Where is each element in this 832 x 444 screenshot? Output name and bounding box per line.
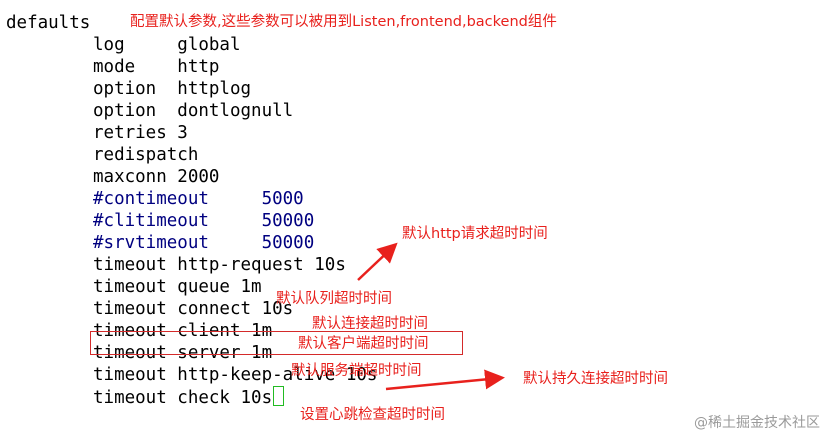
- code-line: timeout connect 10s: [6, 298, 377, 320]
- code-line-text: redispatch: [93, 145, 199, 165]
- code-line-text: option httplog: [93, 79, 252, 99]
- code-line: option dontlognull: [6, 100, 377, 122]
- code-line: #clitimeout 50000: [6, 210, 377, 232]
- code-line: timeout http-keep-alive 10s: [6, 364, 377, 386]
- note-server: 默认服务端超时时间: [291, 363, 422, 379]
- code-line: mode http: [6, 56, 377, 78]
- code-line-text: timeout check 10s: [93, 388, 273, 408]
- note-defaults: 配置默认参数,这些参数可以被用到Listen,frontend,backend组…: [130, 14, 557, 30]
- code-line: option httplog: [6, 78, 377, 100]
- code-line-text: mode http: [93, 57, 220, 77]
- note-http-request: 默认http请求超时时间: [402, 226, 548, 242]
- watermark: @稀土掘金技术社区: [694, 415, 820, 431]
- code-line-text: timeout queue 1m: [93, 277, 262, 297]
- arrow-keep-alive: [385, 369, 505, 391]
- arrow-http-request: [357, 242, 398, 281]
- code-line: retries 3: [6, 122, 377, 144]
- code-line: maxconn 2000: [6, 166, 377, 188]
- code-line-text: log global: [93, 35, 241, 55]
- note-queue: 默认队列超时时间: [276, 291, 392, 307]
- code-line-text: #contimeout 5000: [93, 189, 304, 209]
- note-connect: 默认连接超时时间: [312, 316, 428, 332]
- code-line-text: retries 3: [93, 123, 188, 143]
- code-line: redispatch: [6, 144, 377, 166]
- code-line-text: maxconn 2000: [93, 167, 220, 187]
- client-highlight-box: [90, 331, 463, 355]
- note-check: 设置心跳检查超时时间: [300, 407, 445, 423]
- text-cursor: [273, 386, 285, 406]
- note-keep-alive: 默认持久连接超时时间: [523, 371, 668, 387]
- code-line: #contimeout 5000: [6, 188, 377, 210]
- code-line: timeout check 10s: [6, 386, 377, 408]
- code-line-text: defaults: [6, 13, 91, 33]
- code-line-text: timeout server 1m: [93, 343, 273, 363]
- code-line-text: #clitimeout 50000: [93, 211, 315, 231]
- code-line: timeout http-request 10s: [6, 254, 377, 276]
- code-line-text: timeout connect 10s: [93, 299, 294, 319]
- code-line-text: timeout http-keep-alive 10s: [93, 365, 378, 385]
- code-line: timeout server 1m: [6, 342, 377, 364]
- code-line-text: #srvtimeout 50000: [93, 233, 315, 253]
- code-line: defaults: [6, 12, 377, 34]
- code-line: log global: [6, 34, 377, 56]
- code-line-text: option dontlognull: [93, 101, 294, 121]
- code-line-text: timeout http-request 10s: [93, 255, 346, 275]
- code-line: timeout queue 1m: [6, 276, 377, 298]
- code-line: #srvtimeout 50000: [6, 232, 377, 254]
- note-client: 默认客户端超时时间: [298, 336, 429, 352]
